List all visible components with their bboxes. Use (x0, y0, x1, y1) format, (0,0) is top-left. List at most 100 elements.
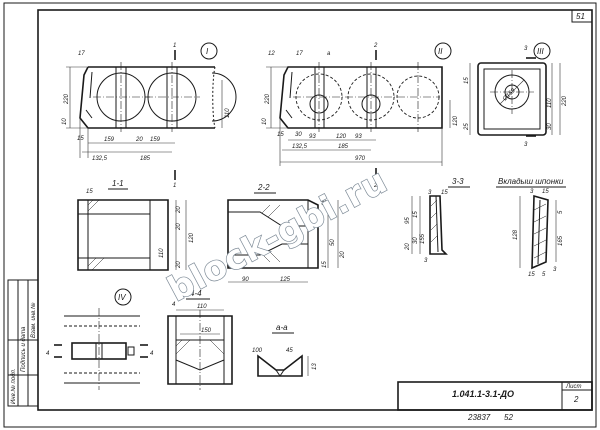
s33-dim-15b: 15 (413, 211, 419, 218)
page-number-box (571, 10, 592, 23)
s33-dim-95: 95 (405, 217, 411, 224)
section-3-3: 3-3 3 15 15 95 155 30 20 3 (405, 177, 470, 264)
s22-dim-90: 90 (242, 277, 249, 283)
section-2-2: 2-2 15 15 50 20 90 125 (227, 183, 346, 283)
v2-dim-120: 120 (336, 134, 347, 140)
inventory-sheet: 52 (504, 413, 513, 422)
v2-dim-15: 15 (277, 132, 284, 138)
v1-dim-10: 10 (62, 118, 68, 125)
s11-dim-15: 15 (86, 189, 93, 195)
page-number: 51 (576, 12, 585, 21)
sec-3-3-label: 3-3 (452, 177, 464, 186)
s33-dim-20: 20 (405, 243, 411, 251)
view-1-marker (200, 42, 218, 60)
view-2-marker (434, 42, 452, 60)
key-insert: Вкладыш шпонки 3 15 128 5 165 15 5 3 (496, 177, 566, 278)
s11-dim-120: 120 (189, 232, 195, 243)
s11-dim-20a: 20 (176, 206, 182, 214)
sheet-number: 2 (573, 395, 579, 404)
ins-dim-5b: 5 (542, 272, 546, 278)
insert-label: Вкладыш шпонки (498, 177, 564, 186)
s11-dim-110: 110 (159, 248, 165, 258)
v2-dim-12: 12 (268, 51, 275, 57)
sa-dim-100: 100 (252, 348, 263, 354)
ins-dim-3b: 3 (553, 267, 557, 273)
view-3-marker (533, 42, 551, 60)
s33-dim-155: 155 (420, 233, 426, 244)
ins-dim-128: 128 (513, 229, 519, 240)
view-2-label: II (438, 47, 443, 56)
inner-frame (37, 9, 593, 411)
s22-dim-20: 20 (340, 251, 346, 259)
v3-dim-110: 110 (547, 98, 553, 108)
s11-dim-20c: 20 (176, 261, 182, 269)
v1-dim-159b: 159 (150, 137, 161, 143)
v3-dim-d159: Ø159 (501, 87, 517, 103)
s22-dim-50: 50 (330, 239, 336, 246)
v1-cut-1-bottom: 1 (173, 183, 176, 189)
view-1: I 17 1 220 10 15 159 20 159 (62, 42, 237, 189)
ins-dim-165: 165 (558, 235, 564, 246)
v3-dim-30: 30 (547, 123, 553, 130)
ins-dim-15b: 15 (528, 272, 535, 278)
view-1-label: I (206, 47, 209, 56)
outer-border (3, 2, 597, 428)
inventory-number: 23837 (467, 413, 491, 422)
s44-dim-110: 110 (197, 304, 207, 310)
sec-2-2-label: 2-2 (257, 183, 270, 192)
v2-dim-10: 10 (262, 118, 268, 125)
stamp-sign-label: Подпись и дата (21, 326, 27, 372)
v2-dim-17: 17 (296, 51, 303, 57)
view-3: III 3 15 110 220 30 25 3 Ø159 (464, 42, 568, 148)
section-a-a: а-а 100 45 13 (252, 323, 318, 377)
v2-dim-220: 220 (265, 93, 271, 105)
s33-dim-15a: 15 (441, 190, 448, 196)
stamp-replace-label: Взам. инв.№ (30, 302, 37, 338)
v1-dim-17: 17 (78, 51, 85, 57)
sa-dim-45: 45 (286, 348, 293, 354)
s44-dim-4: 4 (172, 302, 176, 308)
view-4-marker (114, 288, 132, 306)
ins-dim-3a: 3 (530, 189, 534, 195)
s33-dim-30: 30 (413, 237, 419, 244)
ins-dim-5a: 5 (558, 210, 564, 214)
v3-cut-3-top: 3 (524, 46, 528, 52)
v1-dim-1325: 132,5 (92, 156, 108, 162)
v2-dim-30: 30 (295, 132, 302, 138)
v4-cut-4-left: 4 (46, 351, 50, 357)
s22-dim-15b: 15 (322, 261, 328, 268)
v1-dim-20: 20 (135, 137, 143, 143)
sec-a-a-label: а-а (276, 323, 288, 332)
v2-cut-2-top: 2 (373, 43, 378, 49)
v3-cut-3-bottom: 3 (524, 142, 528, 148)
section-1-1: 1-1 15 20 120 20 110 20 (77, 179, 195, 271)
s22-dim-125: 125 (280, 277, 291, 283)
title-block: 1.041.1-3.1-ДО Лист 2 (397, 381, 593, 411)
side-stamp: Инв.№ подл. Подпись и дата Взам. инв.№ (7, 279, 39, 407)
v1-cut-1-top: 1 (173, 43, 176, 49)
v1-dim-110: 110 (225, 108, 231, 118)
stamp-inv-label: Инв.№ подл. (10, 368, 17, 404)
sheet-label: Лист (565, 384, 581, 390)
view-4-label: IV (118, 293, 126, 302)
watermark-text: block-gbi.ru (161, 161, 394, 310)
v2-dim-970: 970 (355, 156, 366, 162)
v3-dim-25: 25 (464, 123, 470, 131)
v2-dim-1325: 132,5 (292, 144, 308, 150)
s33-dim-3b: 3 (424, 258, 428, 264)
v2-dim-a: a (327, 51, 331, 57)
v1-dim-220: 220 (64, 93, 70, 105)
v3-dim-15: 15 (464, 77, 470, 84)
s44-dim-150: 150 (201, 328, 212, 334)
v2-dim-185: 185 (338, 144, 349, 150)
v2-dim-93a: 93 (309, 134, 316, 140)
sa-dim-13: 13 (312, 363, 318, 370)
v1-dim-15: 15 (77, 136, 84, 142)
v2-dim-120r: 120 (453, 115, 459, 126)
v1-dim-159a: 159 (104, 137, 115, 143)
sec-1-1-label: 1-1 (112, 179, 124, 188)
v3-dim-220: 220 (562, 95, 568, 107)
v1-dim-185: 185 (140, 156, 151, 162)
v2-cut-2-bottom: 2 (373, 183, 378, 189)
